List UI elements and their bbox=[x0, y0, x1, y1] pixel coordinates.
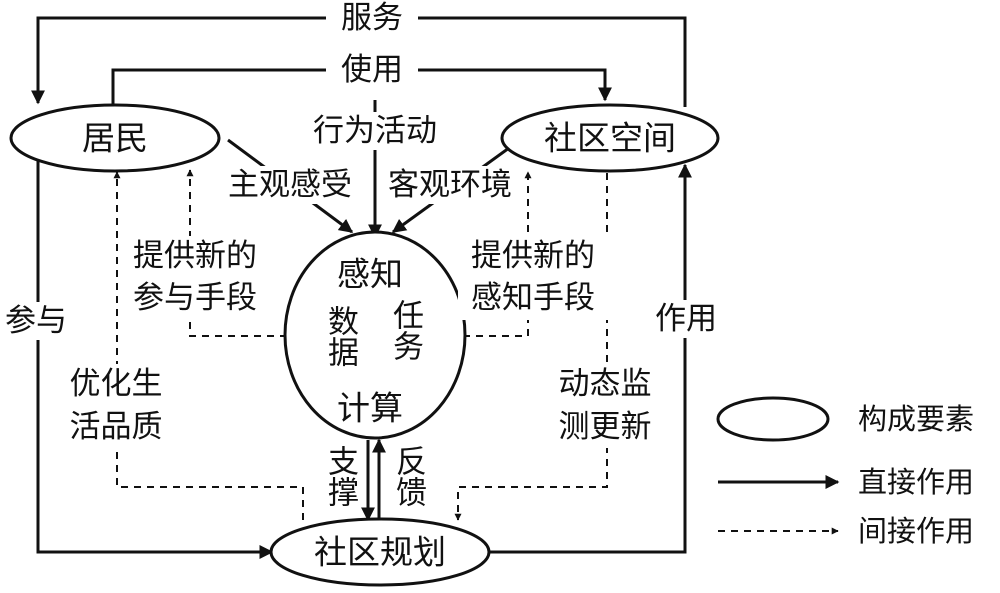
arrow-monitor bbox=[454, 173, 608, 521]
label-task: 任务 bbox=[387, 299, 424, 361]
label-data: 数据 bbox=[322, 305, 359, 367]
note-left-tool-line2: 参与手段 bbox=[133, 280, 257, 316]
label-service: 服务 bbox=[341, 0, 403, 36]
legend-element-label: 构成要素 bbox=[858, 402, 974, 436]
label-action: 作用 bbox=[655, 301, 717, 337]
node-community-planning bbox=[269, 517, 491, 587]
label-residents: 居民 bbox=[82, 119, 148, 158]
node-perception-compute bbox=[283, 230, 467, 440]
label-community-space: 社区空间 bbox=[544, 119, 676, 158]
note-left-tool-line1: 提供新的 bbox=[133, 238, 257, 274]
legend: 构成要素 直接作用 间接作用 bbox=[716, 396, 974, 548]
arrow-right-perception-tool bbox=[463, 171, 532, 337]
label-behavior: 行为活动 bbox=[313, 113, 437, 149]
label-perception: 感知 bbox=[337, 255, 403, 294]
node-community-space bbox=[500, 103, 720, 173]
note-monitor-line1: 动态监 bbox=[559, 366, 652, 402]
node-residents bbox=[9, 103, 221, 173]
note-quality-line2: 活品质 bbox=[70, 409, 163, 445]
note-quality-line1: 优化生 bbox=[70, 366, 163, 402]
legend-indirect-label: 间接作用 bbox=[858, 514, 974, 548]
label-objective: 客观环境 bbox=[388, 167, 512, 203]
note-right-tool-line2: 感知手段 bbox=[471, 280, 595, 316]
note-monitor-line2: 测更新 bbox=[559, 409, 652, 445]
arrow-action bbox=[490, 163, 692, 554]
note-right-tool-line1: 提供新的 bbox=[471, 238, 595, 274]
label-community-planning: 社区规划 bbox=[314, 533, 446, 572]
label-support: 支撑 bbox=[322, 445, 359, 507]
legend-element-swatch bbox=[716, 396, 830, 442]
label-compute: 计算 bbox=[337, 389, 403, 428]
arrow-left-participation-tool bbox=[186, 169, 287, 337]
label-subjective: 主观感受 bbox=[228, 167, 352, 203]
label-participation: 参与 bbox=[5, 303, 67, 339]
label-use: 使用 bbox=[341, 52, 403, 88]
legend-direct-label: 直接作用 bbox=[858, 465, 974, 499]
arrow-participation bbox=[36, 160, 274, 559]
label-feedback: 反馈 bbox=[390, 445, 427, 507]
arrow-quality bbox=[113, 171, 304, 520]
